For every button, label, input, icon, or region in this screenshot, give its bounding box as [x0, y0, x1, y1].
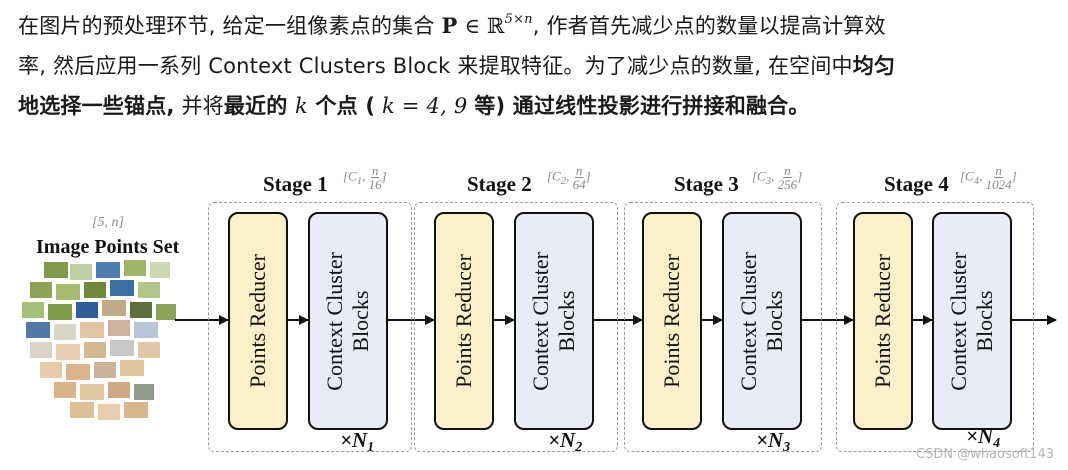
input-dimension: [5, n] [92, 215, 124, 230]
stage-3-title: Stage 3 [674, 172, 739, 196]
stage-3-repeat: ×N3 [756, 428, 791, 455]
stage-1-repeat: ×N1 [340, 428, 375, 455]
intro-line-2: 率, 然后应用一系列 Context Clusters Block 来提取特征。… [18, 54, 896, 78]
set-symbol: P [441, 13, 458, 38]
stage-4-context-cluster-blocks: Context Cluster Blocks [932, 212, 1012, 430]
image-mosaic [22, 260, 176, 420]
intro-line-1: 在图片的预处理环节, 给定一组像素点的集合 P ∈ ℝ5×n, 作者首先减少点的… [18, 12, 886, 38]
stage-3-context-cluster-blocks: Context Cluster Blocks [722, 212, 802, 430]
stage-1-points-reducer: Points Reducer [228, 212, 288, 430]
stage-1-context-cluster-blocks: Context Cluster Blocks [308, 212, 388, 430]
intro-paragraph: 在图片的预处理环节, 给定一组像素点的集合 P ∈ ℝ5×n, 作者首先减少点的… [18, 6, 1058, 126]
stage-1-box [208, 202, 412, 452]
stage-1-title: Stage 1 [263, 172, 328, 196]
stage-2-points-reducer: Points Reducer [434, 212, 494, 430]
input-label: Image Points Set [36, 236, 180, 258]
watermark: CSDN @whaosoft143 [916, 447, 1054, 462]
stage-4-title: Stage 4 [884, 172, 949, 196]
stage-3-points-reducer: Points Reducer [642, 212, 702, 430]
stage-2-title: Stage 2 [467, 172, 532, 196]
stage-4-repeat: ×N4 [966, 424, 1001, 451]
stage-2-box [414, 202, 618, 452]
stage-2-context-cluster-blocks: Context Cluster Blocks [514, 212, 594, 430]
stage-4-box [836, 202, 1034, 452]
stage-2-repeat: ×N2 [548, 428, 583, 455]
stage-4-points-reducer: Points Reducer [853, 212, 913, 430]
intro-line-3: 地选择一些锚点, 并将最近的 k 个点 ( k = 4, 9 等) 通过线性投影… [18, 94, 810, 118]
stage-3-box [624, 202, 822, 452]
